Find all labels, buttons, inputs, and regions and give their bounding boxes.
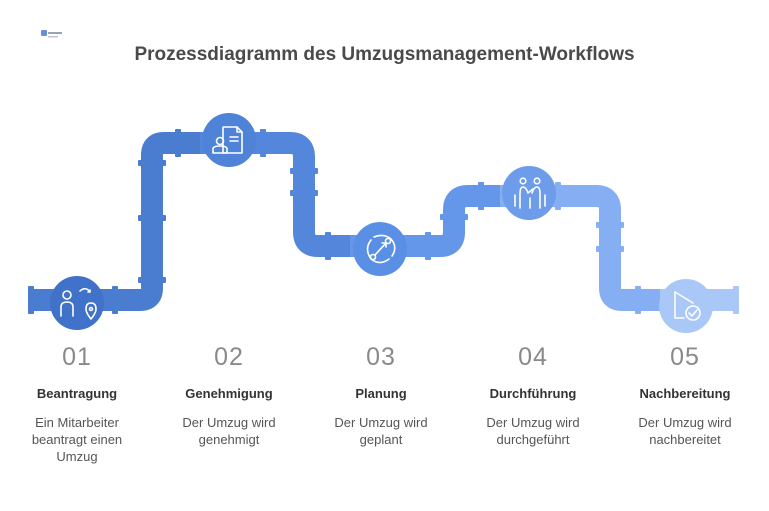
step-number: 03 <box>366 343 396 371</box>
step-5: 05 Nachbereitung Der Umzug wird nachbere… <box>610 340 760 448</box>
step-4: 04 Durchführung Der Umzug wird durchgefü… <box>458 340 608 448</box>
step-3: 03 Planung Der Umzug wird geplant <box>306 340 456 448</box>
step-description: Der Umzug wird nachbereitet <box>638 415 732 447</box>
step-number: 02 <box>214 343 244 371</box>
step-number: 04 <box>518 343 548 371</box>
step-number: 01 <box>62 343 92 371</box>
route-planning-icon <box>353 222 407 276</box>
pipe-flanges-2 <box>260 129 331 260</box>
step-number: 05 <box>670 343 700 371</box>
pipe-flanges-4 <box>555 182 641 314</box>
pipe-flanges-1 <box>28 129 181 314</box>
page-title: Prozessdiagramm des Umzugsmanagement-Wor… <box>134 44 635 65</box>
pipe-segment-1 <box>30 132 200 311</box>
pipe-flanges-5 <box>733 286 739 314</box>
step-1: 01 Beantragung Ein Mitarbeiter beantragt… <box>2 340 152 465</box>
people-moving-icon <box>502 166 556 220</box>
step-title: Durchführung <box>489 386 577 401</box>
brand-logo <box>41 30 62 38</box>
step-title: Nachbereitung <box>639 386 731 401</box>
step-title: Genehmigung <box>185 386 273 401</box>
person-location-icon <box>50 276 104 330</box>
pipe-flanges-3 <box>425 182 484 260</box>
step-description: Der Umzug wird genehmigt <box>182 415 276 447</box>
step-title: Beantragung <box>36 386 118 401</box>
document-approval-icon <box>202 113 256 167</box>
step-description: Ein Mitarbeiter beantragt einen Umzug <box>31 415 123 464</box>
pipe-segment-3 <box>350 185 500 257</box>
step-2: 02 Genehmigung Der Umzug wird genehmigt <box>154 340 304 448</box>
step-description: Der Umzug wird geplant <box>334 415 428 447</box>
step-title: Planung <box>355 386 407 401</box>
play-check-icon <box>659 279 713 333</box>
step-description: Der Umzug wird durchgeführt <box>486 415 580 447</box>
